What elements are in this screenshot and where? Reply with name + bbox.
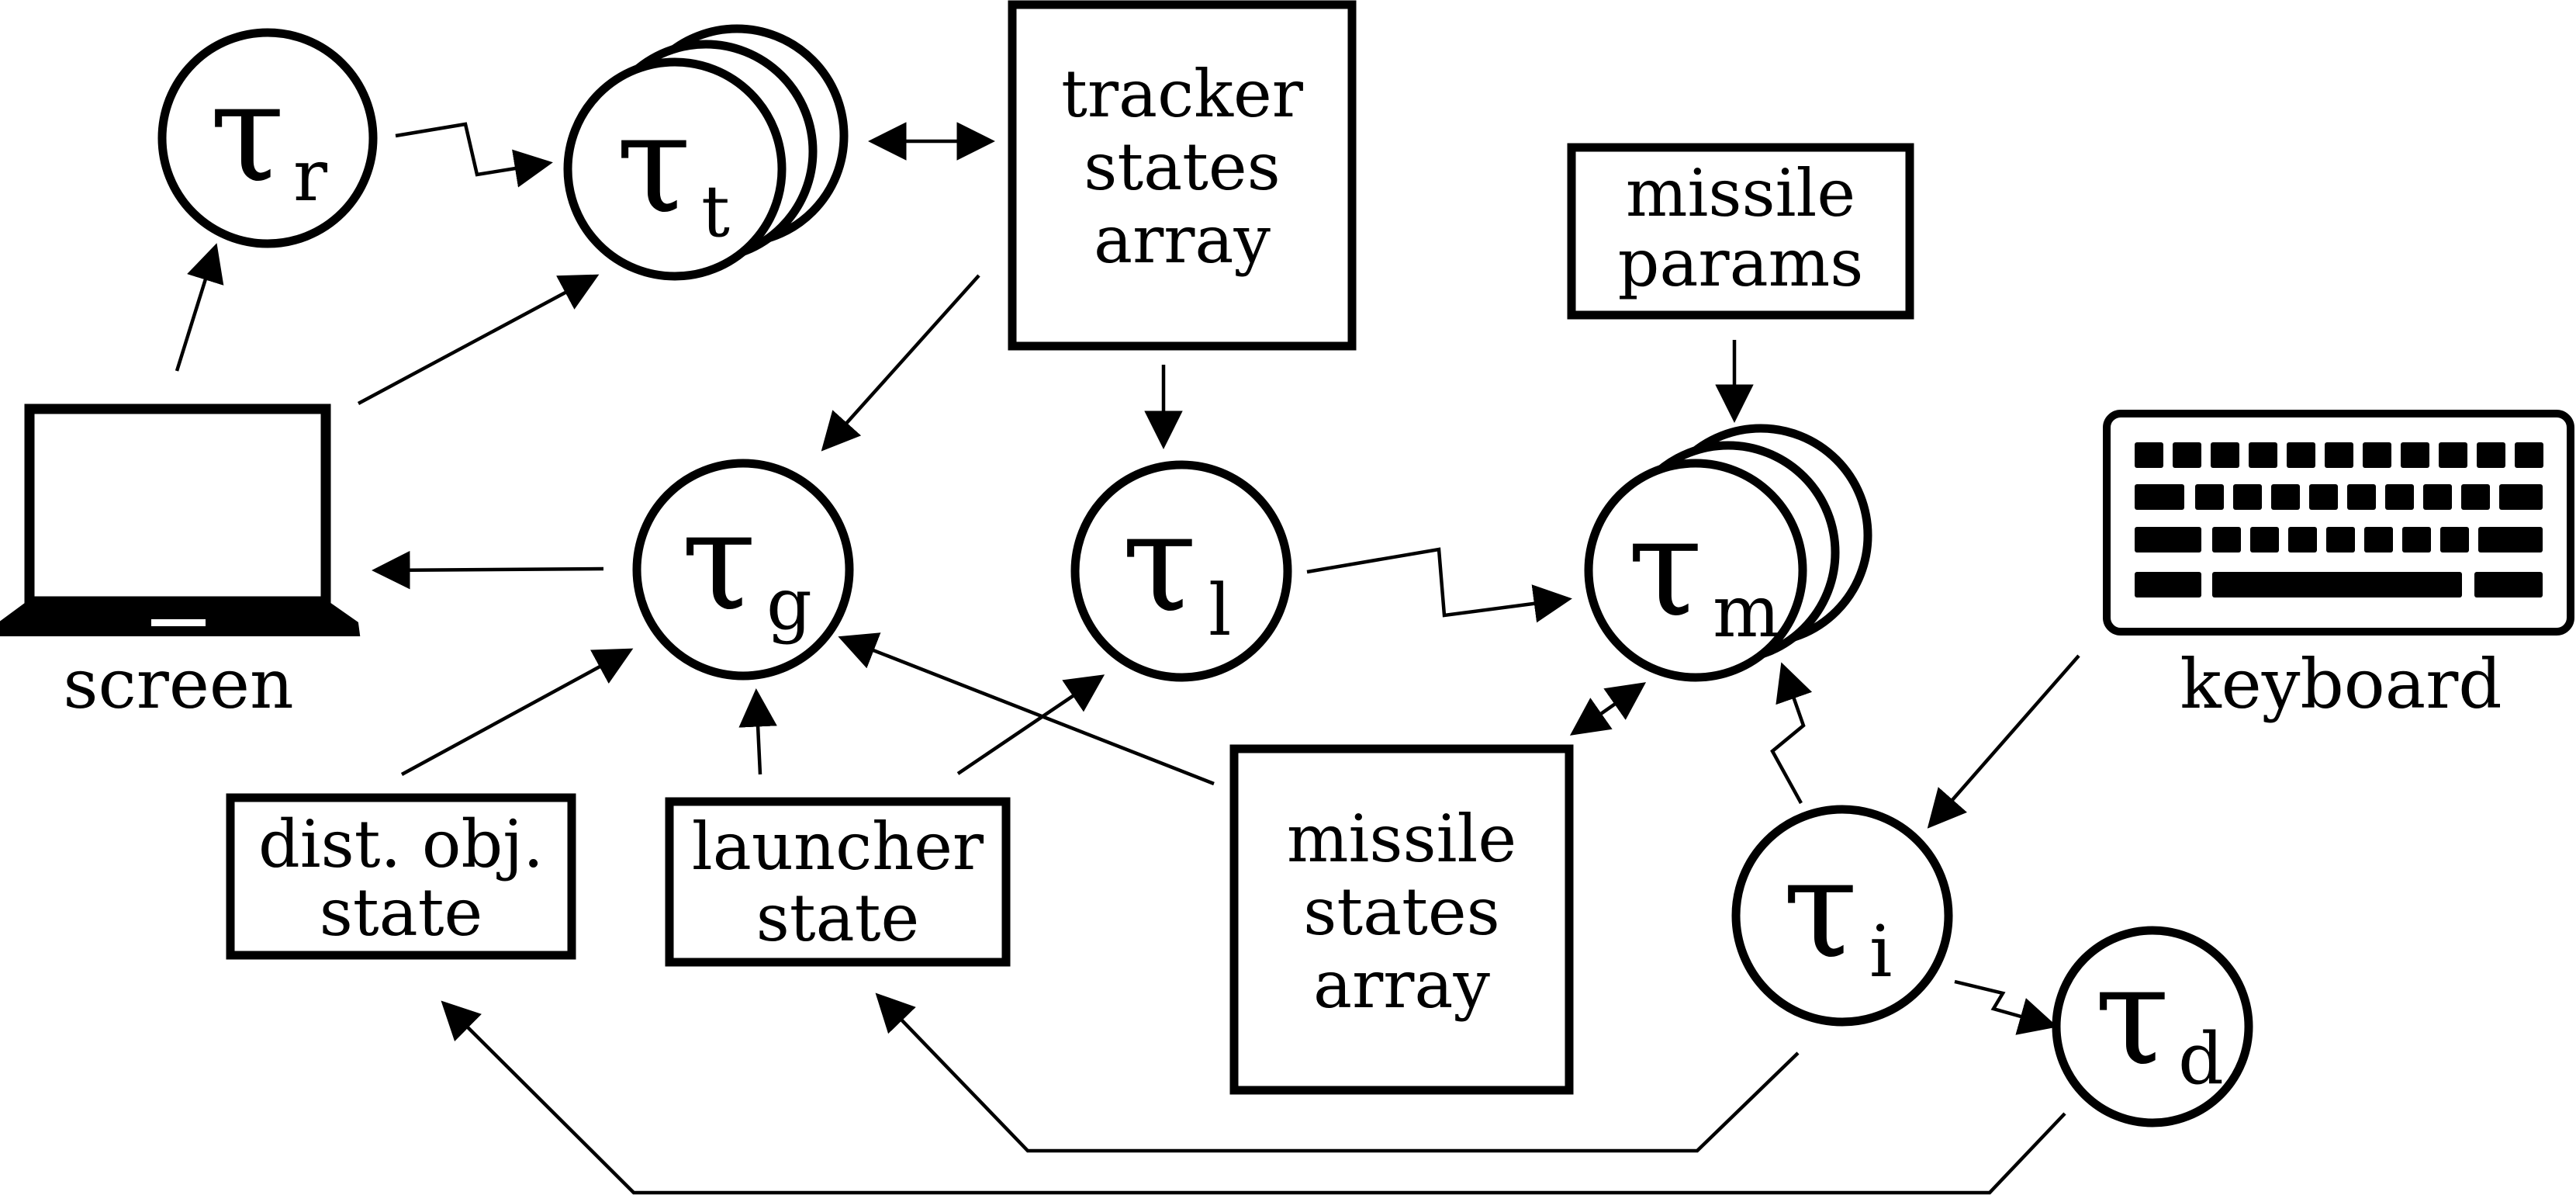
keyboard-key [2423, 484, 2452, 510]
keyboard-key [2271, 484, 2300, 510]
box-line: tracker [1061, 56, 1304, 132]
box-dist-obj-state: dist. obj. state [226, 793, 576, 960]
edge-tau-i-to-launcher [875, 992, 1800, 1153]
task-subscript: t [701, 170, 730, 253]
keyboard-key [2250, 527, 2279, 552]
task-subscript: g [766, 563, 812, 646]
task-subscript: r [293, 134, 327, 217]
box-line: state [756, 880, 919, 956]
edge-tau-g-to-screen [372, 550, 604, 590]
box-line: array [1313, 947, 1490, 1023]
task-node-tau-m: τ m [1584, 424, 1872, 682]
box-launcher-state: launcher state [665, 797, 1011, 967]
box-line: params [1618, 225, 1864, 301]
tau-symbol: τ [616, 85, 691, 244]
box-missile-states-array: missile states array [1229, 744, 1574, 1095]
keyboard-key [2135, 484, 2184, 510]
tau-symbol: τ [2094, 937, 2170, 1096]
edge-missile-states-to-tau-g [838, 632, 1215, 786]
edge-missile-states-tau-m [1569, 682, 1647, 736]
task-subscript: l [1208, 569, 1231, 652]
box-line: launcher [692, 809, 984, 885]
keyboard-key [2309, 484, 2338, 510]
edges [175, 122, 2080, 1195]
keyboard-key [2347, 484, 2376, 510]
task-node-tau-t: τ t [563, 24, 849, 281]
keyboard-key [2364, 527, 2393, 552]
box-line: state [320, 875, 482, 951]
keyboard-key [2211, 442, 2239, 468]
laptop-icon [0, 404, 361, 636]
screen-label: screen [63, 644, 293, 724]
keyboard-key [2402, 527, 2431, 552]
keyboard-key [2326, 527, 2355, 552]
task-node-tau-l: τ l [1070, 460, 1292, 682]
keyboard-key [2515, 442, 2543, 468]
box-line: dist. obj. [258, 806, 544, 882]
edge-screen-to-tau-t [357, 274, 600, 405]
keyboard-key [2325, 442, 2353, 468]
keyboard-key [2195, 484, 2224, 510]
edge-tracker-states-to-tau-g [821, 274, 980, 452]
edge-tau-l-to-tau-m [1306, 547, 1572, 623]
keyboard-icon [2103, 410, 2574, 636]
task-subscript: i [1869, 910, 1892, 993]
keyboard-key [2233, 484, 2262, 510]
tau-symbol: τ [1122, 483, 1197, 643]
keyboard-key [2461, 484, 2490, 510]
keyboard-key [2439, 442, 2467, 468]
task-node-tau-d: τ d [2052, 926, 2253, 1127]
keyboard-label: keyboard [2180, 644, 2502, 724]
keyboard-key [2287, 442, 2315, 468]
keyboard-key [2249, 442, 2277, 468]
keyboard-key [2135, 572, 2201, 598]
edge-tau-i-to-tau-d [1954, 979, 2058, 1035]
edge-dist-obj-to-tau-g [400, 648, 634, 776]
edge-tau-i-to-tau-m [1770, 662, 1813, 805]
box-tracker-states-array: tracker states array [1008, 0, 1357, 351]
box-line: array [1094, 202, 1271, 278]
box-line: states [1084, 129, 1281, 205]
keyboard-key [2440, 527, 2469, 552]
keyboard-key [2478, 527, 2543, 552]
edge-tau-d-to-dist-obj [441, 1000, 2066, 1195]
keyboard-key [2212, 572, 2462, 598]
keyboard-key [2363, 442, 2391, 468]
task-node-tau-i: τ i [1731, 805, 1953, 1027]
keyboard-key [2135, 527, 2201, 552]
keyboard-key [2173, 442, 2201, 468]
task-node-tau-g: τ g [632, 459, 854, 681]
keyboard-key [2477, 442, 2505, 468]
keyboard-key [2385, 484, 2414, 510]
keyboard-key [2212, 527, 2241, 552]
task-subscript: m [1713, 570, 1780, 653]
keyboard-key [2135, 442, 2163, 468]
keyboard-key [2288, 527, 2317, 552]
edge-keyboard-to-tau-i [1927, 654, 2080, 829]
edge-launcher-to-tau-g [738, 688, 777, 775]
keyboard-key [2474, 572, 2543, 598]
edge-screen-to-tau-r [175, 243, 224, 372]
box-line: states [1303, 874, 1500, 950]
box-line: missile [1626, 155, 1855, 231]
edge-tau-r-to-tau-t [395, 122, 553, 188]
tau-symbol: τ [1627, 488, 1703, 647]
tau-symbol: τ [209, 54, 285, 213]
box-line: missile [1287, 801, 1516, 877]
task-node-tau-r: τ r [157, 28, 378, 248]
tau-symbol: τ [681, 482, 756, 641]
box-missile-params: missile params [1567, 143, 1914, 320]
tau-symbol: τ [1782, 830, 1858, 989]
task-subscript: d [2178, 1017, 2224, 1100]
edge-launcher-to-tau-l [956, 674, 1105, 775]
keyboard-key [2401, 442, 2429, 468]
keyboard-key [2499, 484, 2543, 510]
